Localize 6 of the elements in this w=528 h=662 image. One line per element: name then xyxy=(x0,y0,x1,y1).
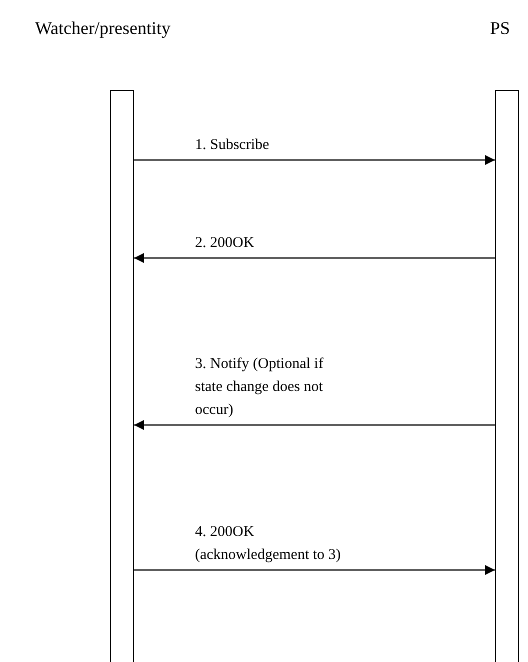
message-arrow xyxy=(134,565,495,575)
message-arrow xyxy=(134,420,495,430)
message-arrow xyxy=(134,253,495,263)
participant-name: PS xyxy=(490,18,510,39)
message-arrow xyxy=(134,155,495,165)
participant-name: Watcher/presentity xyxy=(35,18,170,39)
